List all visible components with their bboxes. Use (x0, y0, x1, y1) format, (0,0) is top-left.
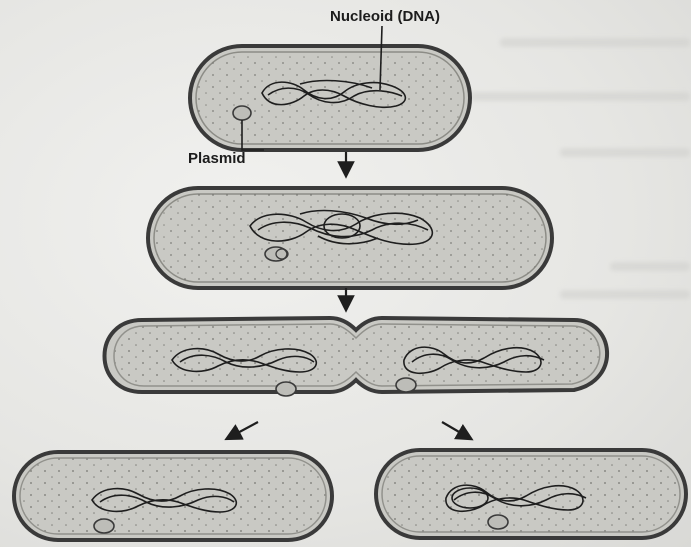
diagonal-arrow-icon (232, 422, 258, 436)
diagonal-arrow-icon (442, 422, 466, 436)
cell-stage-2 (148, 188, 552, 288)
plasmid (233, 106, 251, 120)
cytoplasm (20, 458, 326, 534)
plasmid-label: Plasmid (188, 150, 246, 167)
plasmid (488, 515, 508, 529)
plasmid (396, 378, 416, 392)
plasmid (94, 519, 114, 533)
cytoplasm (154, 194, 546, 282)
nucleoid-label: Nucleoid (DNA) (330, 8, 440, 25)
daughter-cell-right (376, 450, 686, 538)
cell-stage-3 (105, 318, 608, 396)
daughter-cell-left (14, 452, 332, 540)
cell-stage-1 (190, 46, 470, 150)
plasmid (276, 382, 296, 396)
